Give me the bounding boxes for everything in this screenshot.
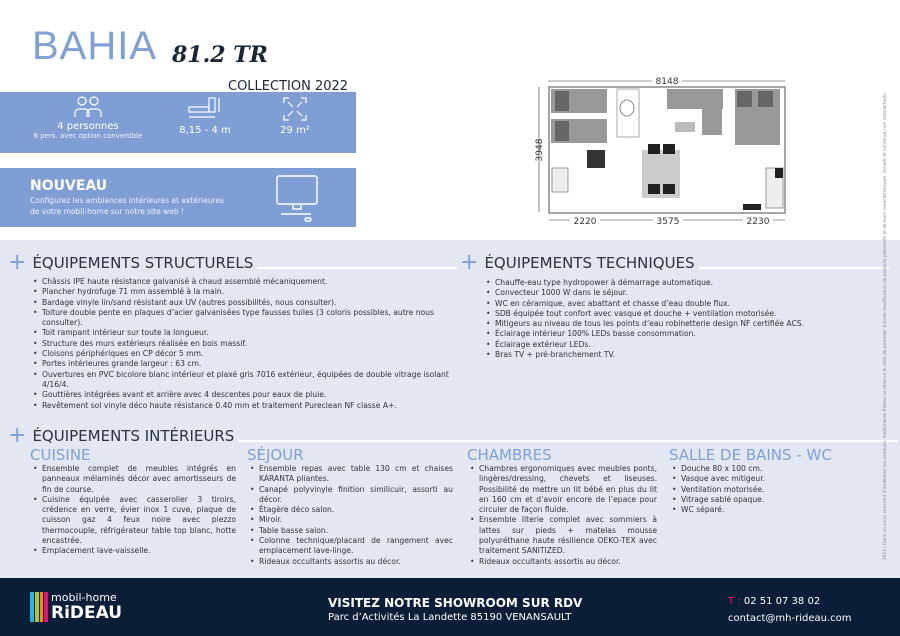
nouveau-text: Configurez les ambiances intérieures et … [30,196,224,216]
heading-text: ÉQUIPEMENTS STRUCTURELS [32,254,254,272]
plan-seg-3: 2230 [747,217,770,227]
product-title: BAHIA [32,24,158,68]
list-item: Toit rampant intérieur sur toute la long… [32,328,462,339]
computer-icon [276,175,318,222]
plan-width: 8148 [656,77,679,87]
list-item: Cuisine équipée avec casserolier 3 tiroi… [32,495,236,546]
list-item: Éclairage intérieur 100% LEDs basse cons… [485,329,805,340]
product-model: 81.2 TR [172,42,268,68]
list-item: Rideaux occultants assortis au décor. [469,557,657,568]
showroom-heading: VISITEZ NOTRE SHOWROOM SUR RDV [328,596,583,610]
list-item: Table basse salon. [249,526,453,537]
structurels-list: Châssis IPE haute résistance galvanisé à… [32,277,462,411]
list-item: Éclairage extérieur LEDs. [485,340,805,351]
list-item: Toiture double pente en plaques d’acier … [32,308,462,329]
list-item: Mitigeurs au niveau de tous les points d… [485,319,805,330]
logo-top: mobil-home [51,591,117,604]
floor-plan: 8148 3948 2220 3575 2230 [535,74,786,227]
list-item: Rideaux occultants assortis au décor. [249,557,453,568]
showroom-address: Parc d’Activités La Landette 85190 VENAN… [328,612,572,623]
list-item: Emplacement lave-vaisselle. [32,546,236,557]
nouveau-title: NOUVEAU [30,178,108,194]
chambres-title: CHAMBRES [467,446,552,464]
chambres-list: Chambres ergonomiques avec meubles ponts… [469,464,657,567]
section-structurels-heading: + ÉQUIPEMENTS STRUCTURELS [8,250,458,275]
specs-bar: 4 personnes 6 pers. avec option converti… [0,92,356,153]
list-item: Chauffe-eau type hydropower à démarrage … [485,278,805,289]
disclaimer-text: 2021 | Dans un souci constant d’améliore… [883,92,888,560]
list-item: Miroir. [249,515,453,526]
cuisine-title: CUISINE [30,446,91,464]
divider [238,440,899,442]
sdb-list: Douche 80 x 100 cm.Vasque avec mitigeur.… [671,464,851,516]
spec-area: 29 m² [270,96,320,136]
list-item: Ensemble complet de meubles intégrés en … [32,464,236,495]
list-item: Ouvertures en PVC bicolore blanc intérie… [32,370,462,391]
plan-seg-2: 3575 [657,217,680,227]
spec-sub: 6 pers. avec option convertible [33,132,143,140]
list-item: Vasque avec mitigeur. [671,474,851,485]
disclaimer: 2021 | Dans un souci constant d’améliore… [880,92,890,560]
list-item: Plancher hydrofuge 71 mm assemblé à la m… [32,287,462,298]
divider [698,267,889,269]
list-item: Portes intérieures grande largeur : 63 c… [32,359,462,370]
cuisine-list: Ensemble complet de meubles intégrés en … [32,464,236,557]
spec-persons: 4 personnes 6 pers. avec option converti… [28,96,148,140]
list-item: Ensemble repas avec table 130 cm et chai… [249,464,453,485]
spec-value: 8,15 - 4 m [179,125,231,136]
list-item: Bras TV + pré-branchement TV. [485,350,805,361]
list-item: Canapé polyvinyle finition similicuir, a… [249,485,453,506]
plan-height: 3948 [535,138,545,161]
email-link[interactable]: contact@mh-rideau.com [728,613,852,624]
phone-number: 02 51 07 38 02 [743,596,821,607]
sejour-list: Ensemble repas avec table 130 cm et chai… [249,464,453,567]
plan-seg-1: 2220 [574,217,597,227]
list-item: Vitrage sablé opaque. [671,495,851,506]
divider [257,267,458,269]
brand-logo: mobil-home RiDEAU [30,592,122,622]
list-item: Bardage vinyle lin/sand résistant aux UV… [32,298,462,309]
heading-text: ÉQUIPEMENTS TECHNIQUES [484,254,695,272]
heading-text: ÉQUIPEMENTS INTÉRIEURS [32,427,235,445]
list-item: WC séparé. [671,505,851,516]
list-item: Ensemble literie complet avec sommiers à… [469,515,657,556]
plus-icon: + [460,250,479,275]
people-icon [74,96,102,117]
list-item: Chambres ergonomiques avec meubles ponts… [469,464,657,515]
list-item: Colonne technique/placard de rangement a… [249,536,453,557]
phone[interactable]: T : 02 51 07 38 02 [728,596,820,607]
nouveau-banner[interactable] [0,168,356,227]
list-item: Convecteur 1000 W dans le séjour. [485,288,805,299]
list-item: Étagère déco salon. [249,505,453,516]
list-item: Structure des murs extérieurs réalisée e… [32,339,462,350]
phone-label: T : [728,596,741,607]
spec-value: 4 personnes [57,121,119,132]
ruler-icon [188,97,220,118]
logo-bottom: RiDEAU [51,603,123,623]
list-item: WC en céramique, avec abattant et chasse… [485,299,805,310]
collection-label: COLLECTION 2022 [228,79,349,94]
spec-value: 29 m² [280,125,310,136]
list-item: Douche 80 x 100 cm. [671,464,851,475]
list-item: Châssis IPE haute résistance galvanisé à… [32,277,462,288]
plus-icon: + [8,250,27,275]
section-interieurs-heading: + ÉQUIPEMENTS INTÉRIEURS [8,423,899,448]
sejour-title: SÉJOUR [247,446,304,464]
plus-icon: + [8,423,27,448]
area-icon [283,97,307,121]
list-item: Revêtement sol vinyle déco haute résista… [32,401,462,412]
list-item: SDB équipée tout confort avec vasque et … [485,309,805,320]
footer: mobil-home RiDEAU VISITEZ NOTRE SHOWROOM… [0,578,900,636]
list-item: Cloisons périphériques en CP décor 5 mm. [32,349,462,360]
list-item: Gouttières intégrées avant et arrière av… [32,390,462,401]
sdb-title: SALLE DE BAINS - WC [669,446,832,464]
spec-dimensions: 8,15 - 4 m [165,96,245,136]
section-techniques-heading: + ÉQUIPEMENTS TECHNIQUES [460,252,889,274]
techniques-list: Chauffe-eau type hydropower à démarrage … [485,278,805,361]
list-item: Ventilation motorisée. [671,485,851,496]
